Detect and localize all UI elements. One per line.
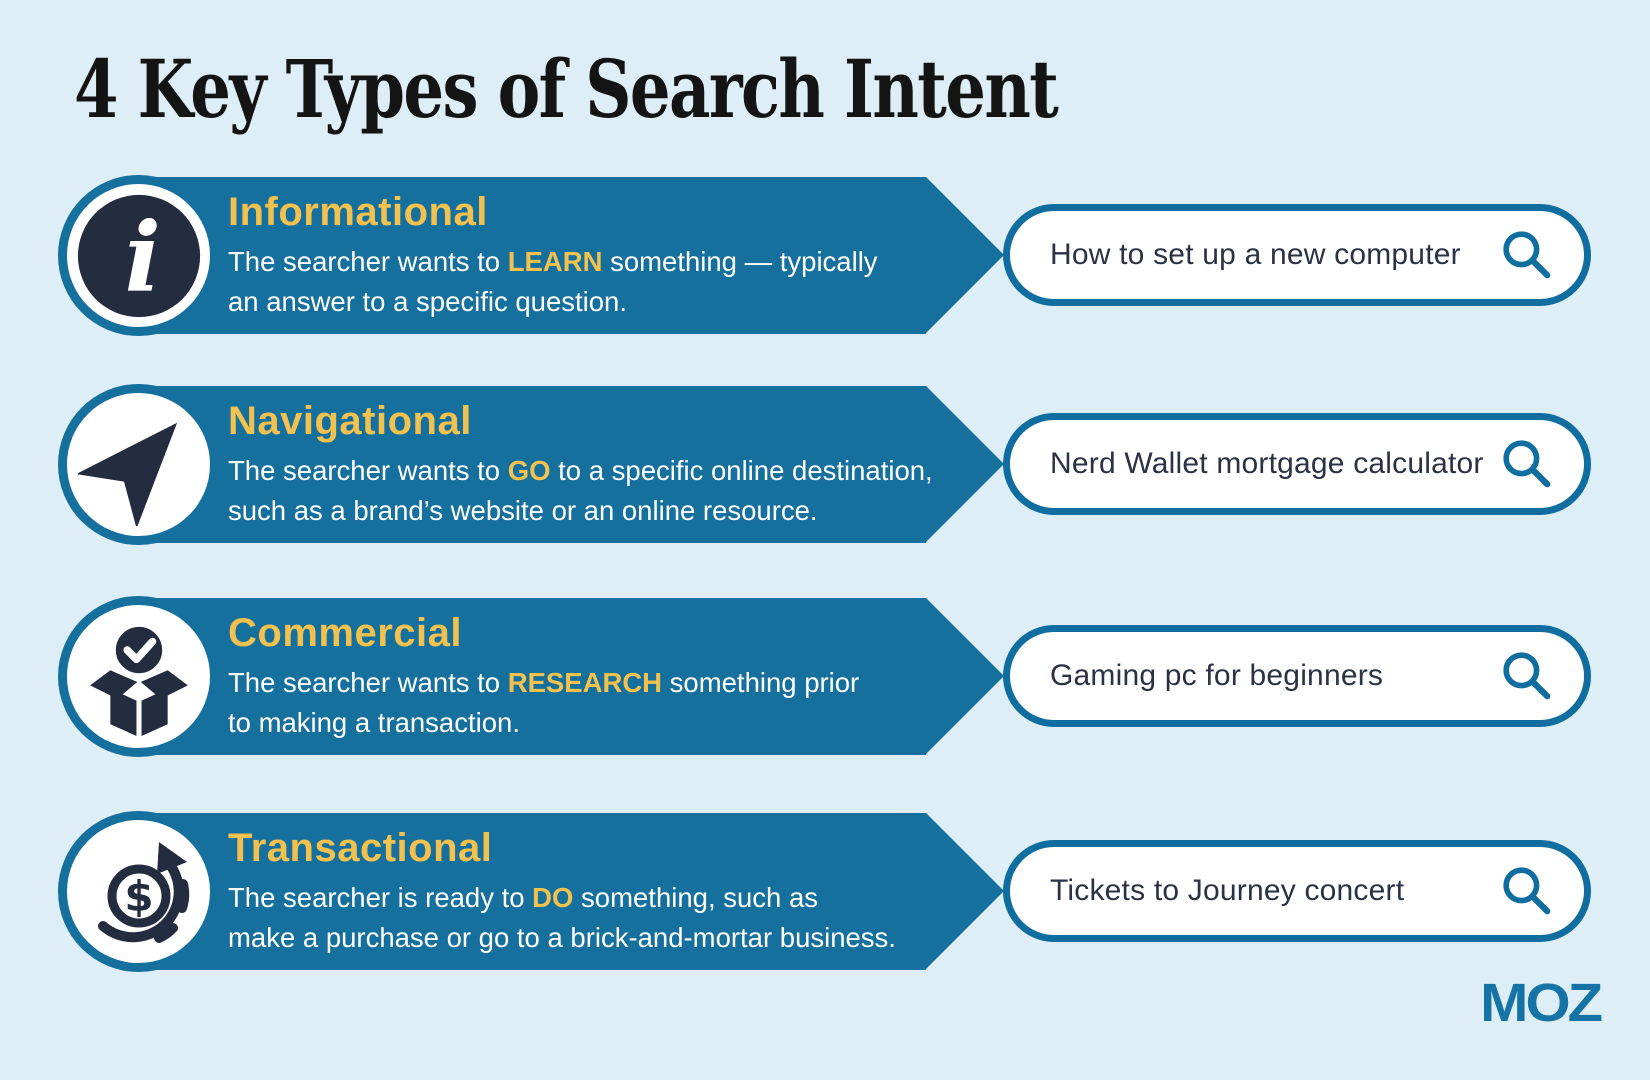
moz-logo: MOZ	[1480, 972, 1603, 1033]
row-title: Navigational	[228, 399, 472, 443]
svg-text:i: i	[124, 200, 160, 313]
row-transactional: $ Transactional The searcher is ready to…	[0, 811, 1650, 972]
highlight-word: DO	[532, 882, 574, 913]
highlight-word: GO	[507, 455, 551, 486]
search-query-text: Tickets to Journey concert	[1050, 874, 1405, 907]
banner-arrow-shape	[926, 177, 1004, 333]
banner-arrow-shape	[926, 813, 1004, 969]
informational-banner	[106, 177, 926, 334]
banner-arrow-shape	[926, 386, 1004, 542]
transactional-banner	[106, 813, 926, 970]
navigation-arrow-icon	[67, 393, 210, 536]
magnifier-icon[interactable]	[1500, 437, 1554, 491]
page-title: 4 Key Types of Search Intent	[74, 42, 1059, 136]
highlight-word: RESEARCH	[507, 667, 663, 698]
row-title: Informational	[228, 190, 488, 234]
row-commercial: Commercial The searcher wants to RESEARC…	[0, 596, 1650, 757]
box-check-icon	[67, 605, 210, 748]
search-query-text: Nerd Wallet mortgage calculator	[1050, 447, 1484, 480]
commercial-banner	[106, 598, 926, 755]
magnifier-icon[interactable]	[1500, 864, 1554, 918]
magnifier-icon[interactable]	[1500, 228, 1554, 282]
search-example-transactional[interactable]: Tickets to Journey concert	[1003, 840, 1591, 942]
dollar-cycle-icon: $	[67, 820, 210, 963]
row-description: The searcher wants to RESEARCH something…	[228, 667, 860, 738]
row-title: Commercial	[228, 611, 462, 655]
search-query-text: How to set up a new computer	[1050, 238, 1461, 271]
row-description: The searcher is ready to DO something, s…	[228, 882, 896, 953]
navigational-banner	[106, 386, 926, 543]
banner-arrow-shape	[926, 598, 1004, 754]
row-description: The searcher wants to GO to a specific o…	[228, 455, 933, 526]
search-example-navigational[interactable]: Nerd Wallet mortgage calculator	[1003, 413, 1591, 515]
search-example-informational[interactable]: How to set up a new computer	[1003, 204, 1591, 306]
row-navigational: Navigational The searcher wants to GO to…	[0, 384, 1650, 545]
search-query-text: Gaming pc for beginners	[1050, 659, 1384, 692]
magnifier-icon[interactable]	[1500, 649, 1554, 703]
info-icon: i	[67, 184, 210, 327]
row-informational: i Informational The searcher wants to LE…	[0, 175, 1650, 336]
row-title: Transactional	[228, 826, 493, 870]
row-description: The searcher wants to LEARN something — …	[228, 246, 878, 317]
svg-text:$: $	[124, 872, 153, 921]
highlight-word: LEARN	[507, 246, 603, 277]
search-example-commercial[interactable]: Gaming pc for beginners	[1003, 625, 1591, 727]
